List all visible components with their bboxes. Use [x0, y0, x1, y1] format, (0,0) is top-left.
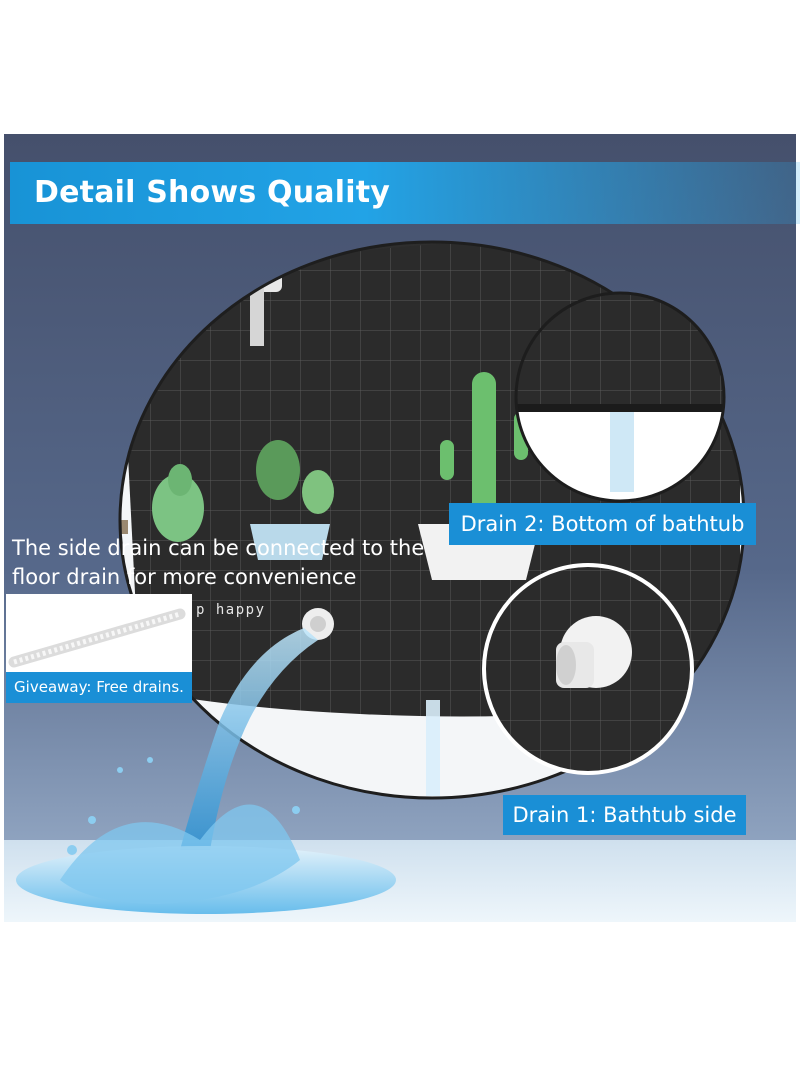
drain-2-zoom-circle [514, 291, 726, 503]
cactus-illustration [120, 372, 540, 580]
side-drain-caption-line-1: The side drain can be connected to the [12, 536, 425, 560]
tub-print-text: p happy [196, 602, 266, 618]
side-drain-caption-line-2: floor drain for more convenience [12, 565, 357, 589]
water-splash [16, 628, 396, 914]
page-title: Detail Shows Quality [34, 175, 391, 210]
side-drain-caption: The side drain can be connected to the f… [12, 534, 425, 592]
drain-2-label: Drain 2: Bottom of bathtub [449, 503, 756, 545]
drain-1-zoom-circle [482, 563, 694, 775]
drain-1-label: Drain 1: Bathtub side [503, 795, 746, 835]
giveaway-label: Giveaway: Free drains. [6, 672, 192, 703]
drain-hose-panel [6, 594, 192, 672]
